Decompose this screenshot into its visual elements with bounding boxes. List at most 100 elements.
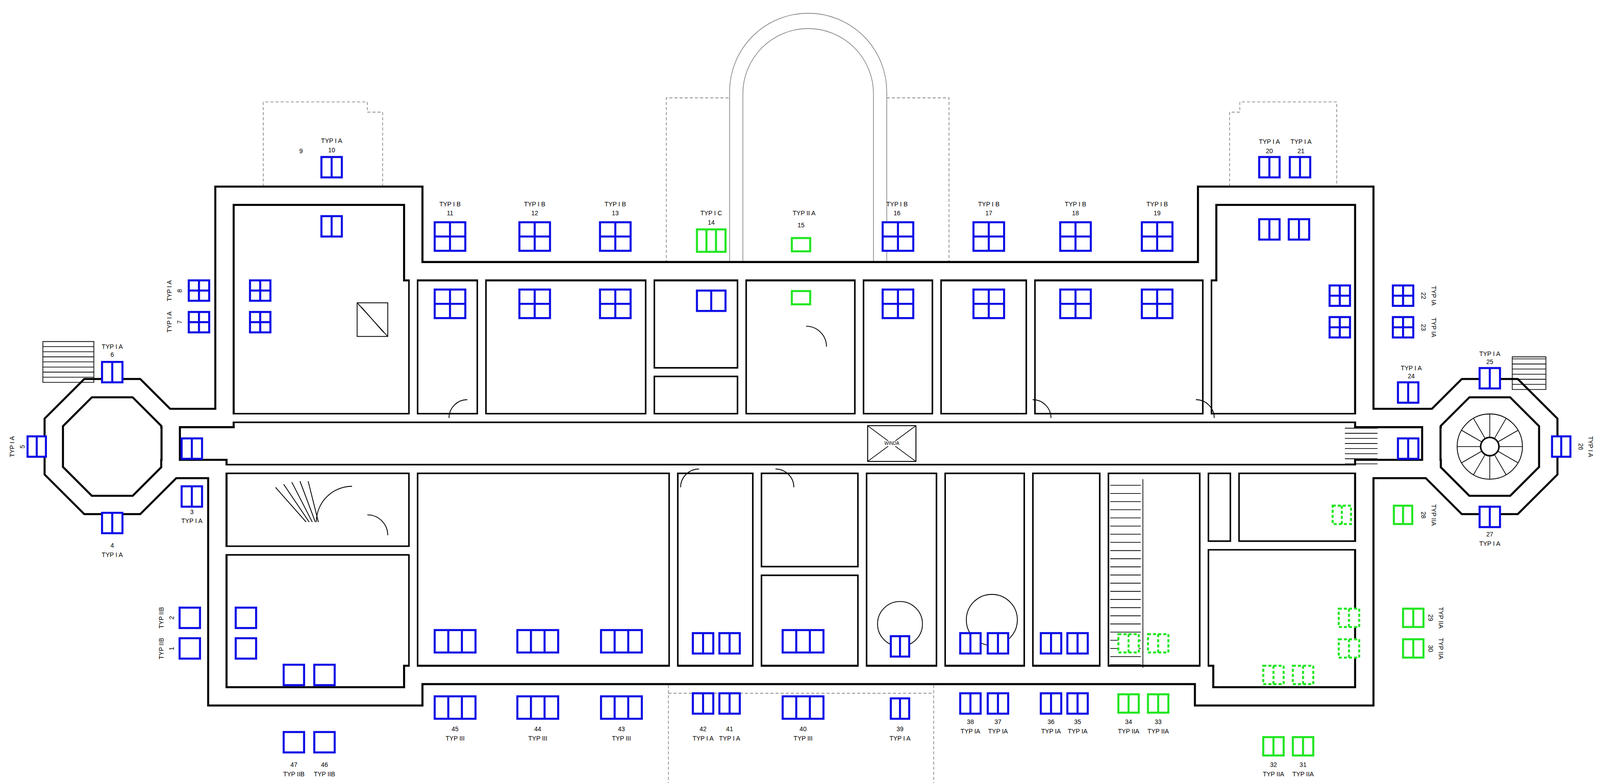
- window-mullion: [600, 289, 631, 319]
- window-label: 31: [1299, 761, 1307, 769]
- window-symbol: [1142, 289, 1173, 319]
- window-mullion: [996, 693, 1000, 714]
- window-frame: [600, 696, 642, 719]
- window-label: 37: [994, 718, 1002, 726]
- window-frame: [692, 693, 714, 714]
- window-symbol: [321, 216, 342, 237]
- window-symbol: [987, 693, 1009, 714]
- window-frame: [519, 222, 551, 252]
- window-symbol: [283, 664, 305, 686]
- window-frame: [1118, 634, 1139, 653]
- window-label: TYP I A: [1258, 138, 1280, 146]
- window-label: 24: [1407, 372, 1416, 380]
- window-mullion: [882, 289, 914, 319]
- window-symbol: [973, 289, 1005, 319]
- window-label: 43: [617, 725, 626, 733]
- window-frame: [235, 638, 257, 660]
- window-symbol: [1479, 506, 1501, 528]
- window-label: 9: [299, 147, 303, 155]
- window-mullion: [188, 311, 210, 333]
- window-symbol: [600, 289, 631, 319]
- window-label: 41: [726, 725, 734, 733]
- window-label: TYP IIA: [1117, 727, 1140, 735]
- window-mullion: [1406, 382, 1410, 404]
- window-frame: [960, 633, 981, 654]
- window-mullion: [710, 290, 713, 312]
- window-frame: [882, 222, 914, 252]
- window-mullion: [1272, 666, 1275, 685]
- window-label: TYP IIA: [1437, 607, 1445, 629]
- window-frame: [1329, 285, 1351, 307]
- window-frame: [101, 361, 123, 383]
- window-mullion: [969, 633, 972, 654]
- window-mullion: [701, 693, 705, 714]
- outer-wall: [53, 195, 1549, 697]
- terrace-outline: [1229, 101, 1337, 187]
- window-label: 44: [534, 725, 542, 733]
- window-label: TYP I A: [889, 734, 911, 743]
- window-frame: [1293, 737, 1314, 756]
- window-mullion: [1329, 285, 1351, 307]
- window-symbol: [1067, 693, 1088, 714]
- window-label: 13: [611, 209, 619, 217]
- window-symbol: [235, 607, 257, 629]
- window-label: TYP I A: [1290, 138, 1312, 146]
- window-frame: [1040, 693, 1062, 714]
- window-mullion: [1049, 633, 1053, 654]
- window-label: TYP I A: [1400, 364, 1422, 372]
- window-mullion: [188, 280, 210, 302]
- window-label: TYP III: [445, 734, 465, 743]
- window-symbol: [890, 636, 910, 657]
- window-label: TYP IIA: [1437, 638, 1445, 660]
- window-mullion: [1406, 438, 1410, 459]
- window-label: TYP III: [528, 734, 548, 743]
- window-symbol: [1552, 436, 1571, 458]
- window-label: 25: [1486, 358, 1494, 366]
- window-mullion: [614, 696, 629, 719]
- window-mullion: [250, 311, 271, 333]
- window-frame: [1067, 693, 1088, 714]
- window-frame: [1147, 634, 1169, 653]
- window-mullion: [973, 289, 1005, 319]
- window-symbol: [600, 696, 642, 719]
- window-symbol: [250, 311, 271, 333]
- window-label: TYP I B: [1064, 200, 1087, 208]
- window-symbol: [434, 630, 476, 653]
- window-frame: [321, 216, 342, 237]
- window-frame: [1288, 219, 1310, 240]
- window-label: TYP IIB: [313, 770, 336, 778]
- window-symbol: [1394, 505, 1413, 525]
- outer-wall-fill: [53, 195, 1549, 697]
- window-label: TYP I A: [165, 280, 173, 302]
- window-symbol: [181, 438, 203, 459]
- window-mullion: [530, 696, 545, 719]
- window-frame: [314, 664, 335, 686]
- window-frame: [692, 633, 714, 654]
- window-label: 42: [699, 725, 707, 733]
- window-label: TYP I B: [439, 200, 461, 208]
- window-symbol: [692, 633, 714, 654]
- spiral-stair: [1480, 437, 1500, 456]
- window-symbol: [1067, 633, 1088, 654]
- window-mullion: [434, 222, 466, 252]
- window-mullion: [882, 222, 914, 252]
- window-frame: [791, 238, 811, 252]
- window-frame: [250, 311, 271, 333]
- elevator-box: WINDA: [867, 425, 917, 462]
- window-symbol: [314, 664, 335, 686]
- window-label: 32: [1269, 761, 1277, 769]
- window-symbol: [235, 638, 257, 660]
- window-mullion: [1301, 666, 1305, 685]
- window-symbol: [1259, 219, 1280, 240]
- window-label: 7: [176, 320, 184, 324]
- window-frame: [1479, 368, 1501, 389]
- window-label: TYP I C: [700, 209, 723, 217]
- window-frame: [188, 280, 210, 302]
- window-mullion: [1060, 289, 1092, 319]
- door-swing: [367, 326, 1215, 536]
- window-label: 46: [320, 761, 328, 769]
- window-label: TYP IA: [1430, 285, 1438, 306]
- window-label: 28: [1419, 511, 1428, 519]
- window-symbol: [517, 630, 559, 653]
